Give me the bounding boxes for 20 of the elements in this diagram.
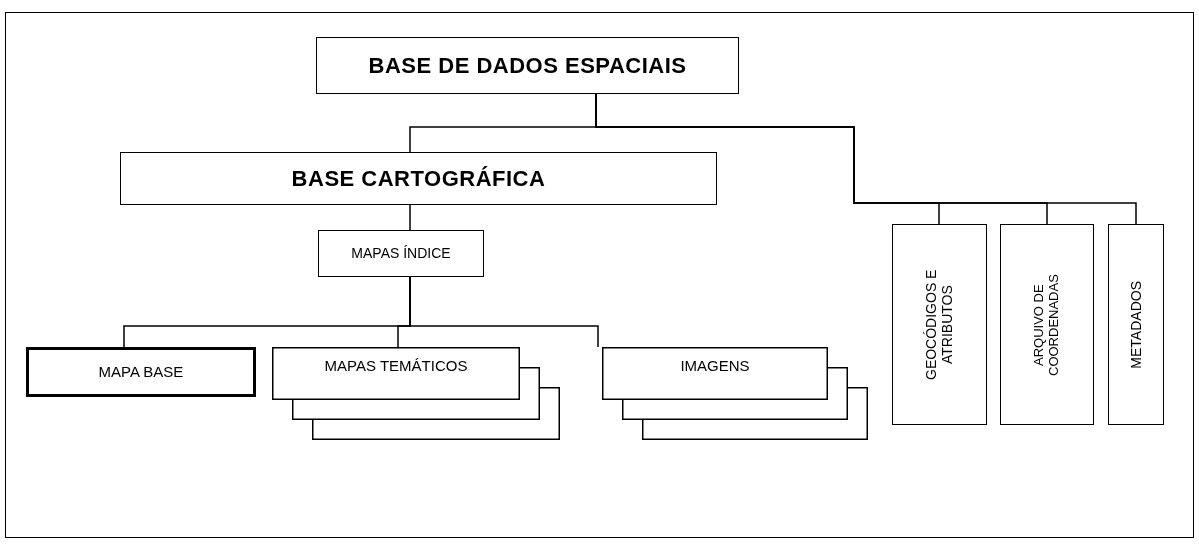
section-box [120, 152, 717, 205]
box-label: IMAGENS [680, 357, 750, 375]
connector-line [409, 204, 411, 231]
connector-line [409, 276, 599, 348]
box-label: MAPAS ÍNDICE [351, 245, 451, 262]
database-box [316, 37, 739, 94]
box-label: MAPAS TEMÁTICOS [324, 357, 468, 375]
box-label: MAPA BASE [98, 363, 184, 381]
stacked-sheets-drawing [602, 347, 868, 440]
stacked-sheets-drawing [272, 347, 560, 440]
box-label: GEOCÓDIGOS E ATRIBUTOS [923, 268, 956, 382]
box-label: ARQUIVO DE COORDENADAS [1032, 272, 1062, 378]
vertical-label-box [1108, 224, 1164, 425]
box-label: METADADOS [1127, 280, 1145, 369]
vertical-label-box [892, 224, 987, 425]
vertical-label-box [1000, 224, 1094, 425]
index-box [318, 230, 484, 277]
box-label: BASE DE DADOS ESPACIAIS [368, 52, 687, 79]
map-box [26, 347, 256, 397]
box-label: BASE CARTOGRÁFICA [291, 165, 546, 192]
